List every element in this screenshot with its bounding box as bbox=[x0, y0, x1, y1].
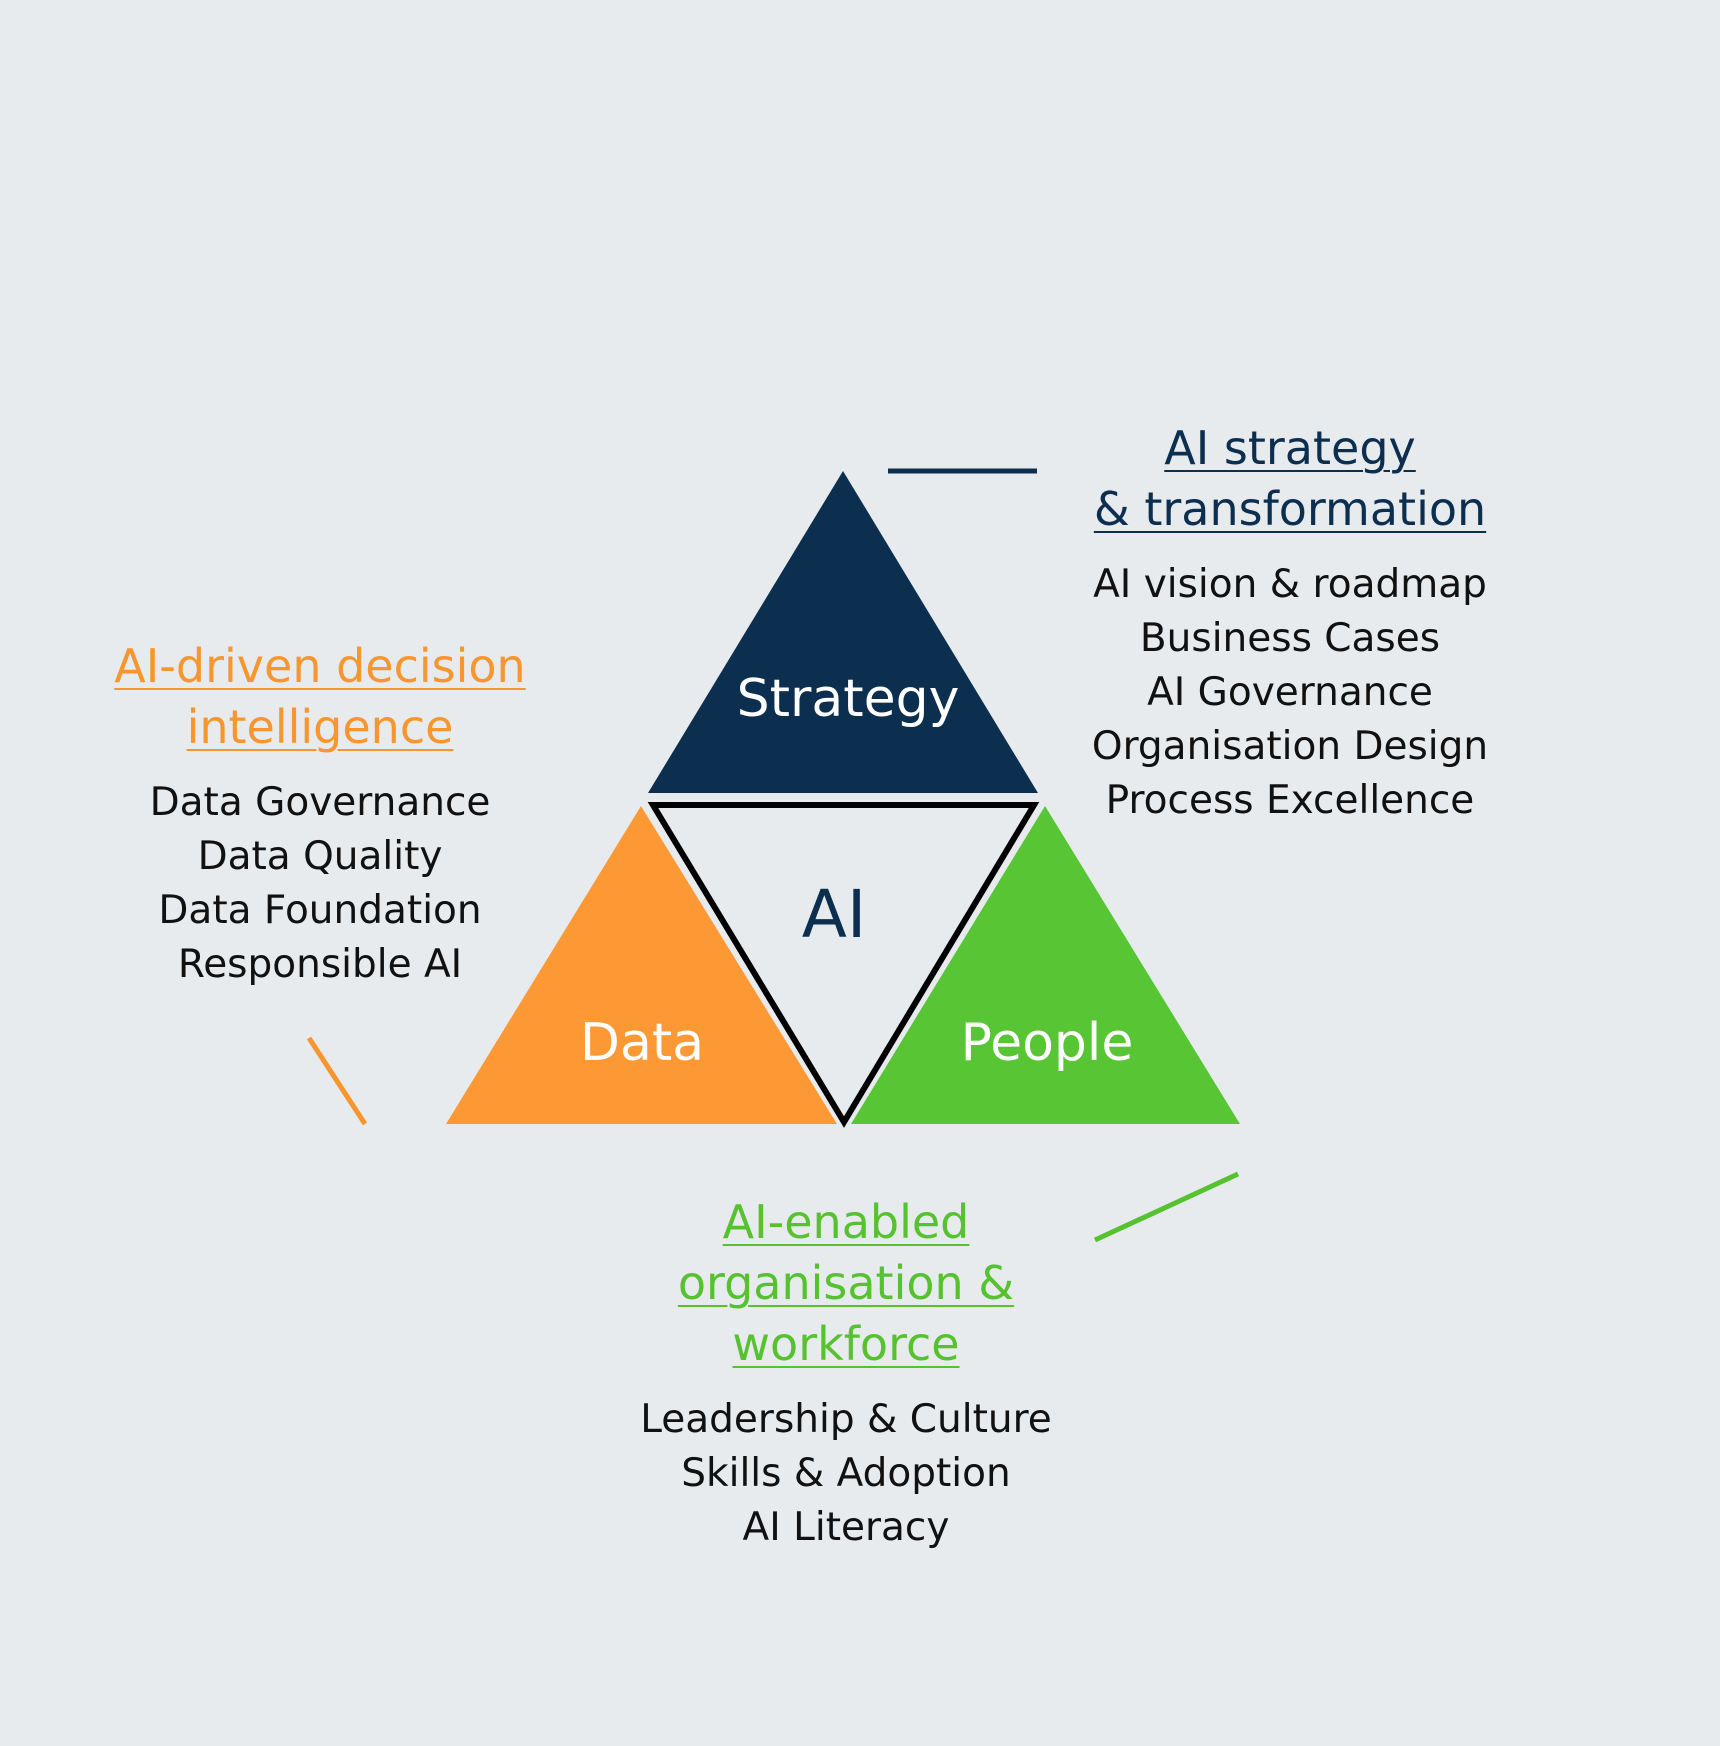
ai-center-label: AI bbox=[802, 876, 867, 953]
list-item: Skills & Adoption bbox=[681, 1451, 1011, 1496]
ai-center-triangle bbox=[647, 802, 1040, 1128]
people-block: AI-enabled organisation & workforce Lead… bbox=[596, 1192, 1096, 1555]
strategy-block: AI strategy & transformation AI vision &… bbox=[1040, 418, 1540, 828]
list-item: Responsible AI bbox=[177, 942, 463, 987]
people-heading-line-1: AI-enabled bbox=[722, 1195, 970, 1249]
list-item: Process Excellence bbox=[1105, 778, 1475, 823]
people-heading-line-3: workforce bbox=[732, 1317, 960, 1371]
strategy-label: Strategy bbox=[737, 669, 960, 729]
people-heading-line-2: organisation & bbox=[677, 1256, 1015, 1310]
data-heading-link[interactable]: AI-driven decision intelligence bbox=[60, 636, 580, 758]
data-items-list: Data Governance Data Quality Data Founda… bbox=[60, 776, 580, 992]
data-label: Data bbox=[580, 1013, 704, 1073]
people-heading-link[interactable]: AI-enabled organisation & workforce bbox=[596, 1192, 1096, 1375]
list-item: Organisation Design bbox=[1091, 724, 1489, 769]
list-item: AI vision & roadmap bbox=[1093, 562, 1487, 607]
people-items-list: Leadership & Culture Skills & Adoption A… bbox=[596, 1393, 1096, 1555]
strategy-heading-link[interactable]: AI strategy & transformation bbox=[1040, 418, 1540, 540]
people-connector-line bbox=[1093, 1171, 1240, 1243]
people-triangle bbox=[851, 806, 1240, 1124]
data-triangle bbox=[446, 806, 837, 1124]
strategy-heading-line-2: & transformation bbox=[1093, 482, 1487, 536]
strategy-heading-line-1: AI strategy bbox=[1164, 421, 1416, 475]
list-item: Business Cases bbox=[1139, 616, 1441, 661]
data-connector-line bbox=[306, 1036, 368, 1126]
data-heading-line-2: intelligence bbox=[186, 700, 454, 754]
data-block: AI-driven decision intelligence Data Gov… bbox=[60, 636, 580, 992]
list-item: AI Governance bbox=[1147, 670, 1433, 715]
strategy-triangle bbox=[648, 471, 1038, 793]
list-item: AI Literacy bbox=[742, 1505, 950, 1550]
people-label: People bbox=[961, 1013, 1134, 1073]
list-item: Data Governance bbox=[149, 780, 491, 825]
data-heading-line-1: AI-driven decision bbox=[114, 639, 526, 693]
strategy-items-list: AI vision & roadmap Business Cases AI Go… bbox=[1040, 558, 1540, 828]
list-item: Data Quality bbox=[197, 834, 443, 879]
list-item: Leadership & Culture bbox=[640, 1397, 1052, 1442]
list-item: Data Foundation bbox=[158, 888, 482, 933]
